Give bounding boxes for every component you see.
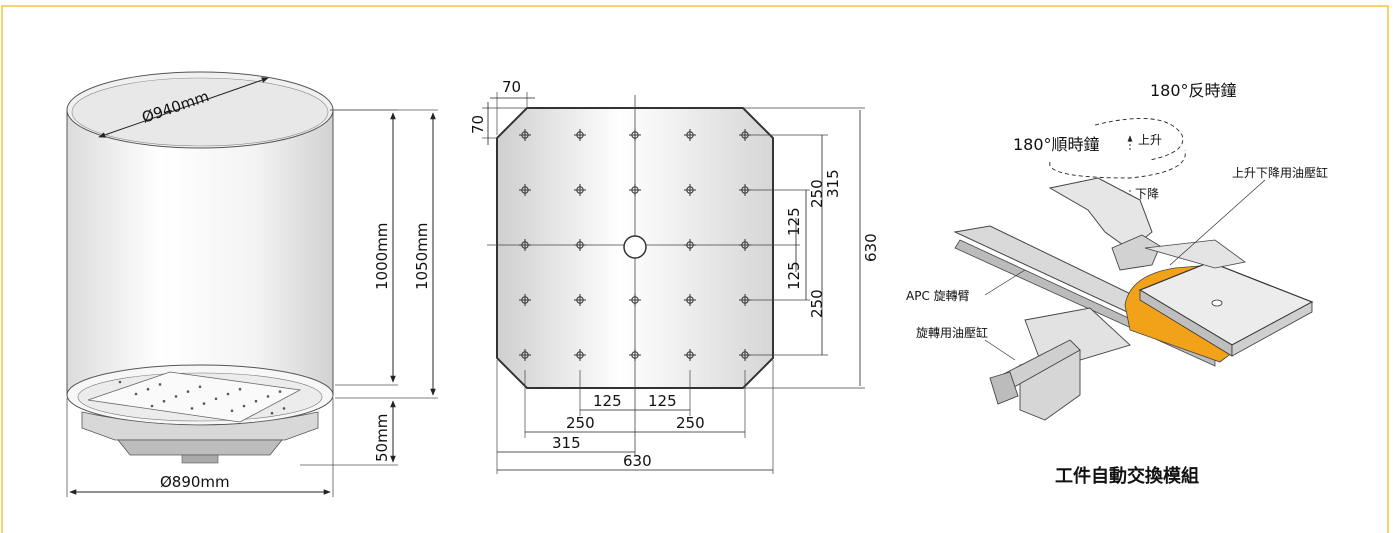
bolt-hole — [629, 294, 641, 306]
tank-base — [81, 411, 319, 441]
bolt-hole — [684, 349, 696, 361]
tank-body — [66, 109, 334, 408]
label-rot-cylinder: 旋轉用油壓缸 — [916, 325, 988, 340]
label-r-250b: 250 — [808, 289, 826, 318]
arc-cw — [1049, 149, 1186, 179]
label-arm: APC 旋轉臂 — [906, 289, 970, 303]
tray-hole — [146, 387, 150, 391]
bolt-hole — [629, 184, 641, 196]
apc-drawing: 180°反時鐘 180°順時鐘 上升 下降 上升下降用油壓缸 APC 旋轉臂 旋… — [906, 81, 1328, 487]
label-bottom-diameter: Ø890mm — [160, 473, 230, 491]
bolt-hole — [684, 129, 696, 141]
apc-rot-block — [989, 371, 1019, 405]
label-cw: 180°順時鐘 — [1013, 135, 1100, 154]
tray-hole — [202, 402, 206, 405]
tray-hole — [282, 407, 286, 410]
label-down: 下降 — [1135, 187, 1159, 201]
label-height-outer: 1050mm — [413, 223, 431, 290]
tray-hole — [238, 387, 242, 391]
bolt-hole — [574, 184, 586, 196]
tray-hole — [150, 404, 154, 408]
bolt-hole — [684, 294, 696, 306]
tray-hole — [226, 392, 230, 396]
bolt-hole — [519, 349, 531, 361]
tray-hole — [266, 395, 270, 398]
tray-hole — [186, 390, 190, 393]
tank-foot-center — [181, 454, 219, 464]
apc-lower-frame — [1024, 307, 1131, 361]
leader-lift — [1169, 179, 1266, 266]
plate-holes — [519, 129, 751, 361]
tray-hole — [118, 380, 122, 384]
bolt-hole — [519, 129, 531, 141]
tray-hole — [254, 399, 258, 403]
label-r-125b: 125 — [785, 261, 803, 290]
label-r-315: 315 — [824, 169, 842, 198]
tray-hole — [198, 385, 202, 389]
bolt-hole — [739, 349, 751, 361]
bolt-hole — [739, 294, 751, 306]
tank-drawing: Ø940mm Ø890mm 1000mm 1050mm 50mm — [66, 71, 438, 497]
plate-drawing: 70 70 315 250 125 125 250 630 — [469, 78, 880, 474]
tank-foot — [117, 439, 283, 456]
label-b-250b: 250 — [676, 414, 705, 432]
apc-pallet-front — [1231, 301, 1313, 357]
bolt-hole — [739, 239, 751, 251]
tray-holes — [118, 380, 286, 415]
tray-hole — [134, 392, 138, 396]
label-height-inner: 1000mm — [373, 223, 391, 290]
label-ccw: 180°反時鐘 — [1150, 81, 1237, 100]
label-b-250a: 250 — [566, 414, 595, 432]
tank-tray — [87, 371, 302, 423]
bolt-hole — [574, 349, 586, 361]
label-b-315: 315 — [552, 434, 581, 452]
apc-pallet-hole — [1211, 299, 1223, 307]
bolt-hole — [519, 239, 531, 251]
bolt-hole — [684, 239, 696, 251]
apc-base-back — [1144, 239, 1246, 269]
tray-hole — [278, 390, 282, 393]
bolt-hole — [519, 184, 531, 196]
arc-ccw — [1094, 117, 1184, 161]
bolt-hole — [684, 184, 696, 196]
label-up: 上升 — [1138, 133, 1162, 147]
bolt-hole — [574, 239, 586, 251]
label-r-630: 630 — [862, 233, 880, 262]
bolt-hole — [739, 184, 751, 196]
tray-hole — [158, 383, 162, 386]
apc-cylinder-top — [1111, 234, 1161, 271]
bolt-hole — [739, 129, 751, 141]
label-b-630: 630 — [623, 452, 652, 470]
bolt-hole — [629, 349, 641, 361]
label-r-250a: 250 — [808, 179, 826, 208]
tray-hole — [174, 395, 178, 398]
label-lift-cylinder: 上升下降用油壓缸 — [1232, 165, 1328, 180]
plate-center-hole — [623, 235, 647, 259]
bolt-hole — [574, 294, 586, 306]
tray-hole — [242, 404, 246, 408]
tray-hole — [270, 411, 274, 415]
label-top-70: 70 — [502, 78, 521, 96]
apc-title: 工件自動交換模組 — [1055, 465, 1199, 487]
bolt-hole — [519, 294, 531, 306]
leader-arm — [984, 269, 1026, 296]
label-r-125a: 125 — [785, 207, 803, 236]
tray-hole — [162, 399, 166, 403]
label-left-70: 70 — [469, 115, 487, 134]
label-b-125a: 125 — [593, 392, 622, 410]
bolt-hole — [629, 129, 641, 141]
tray-hole — [230, 409, 234, 413]
label-b-125b: 125 — [648, 392, 677, 410]
bolt-hole — [574, 129, 586, 141]
label-base: 50mm — [373, 414, 391, 462]
dim-top-diameter — [98, 77, 269, 138]
tray-hole — [214, 397, 218, 401]
leader-rot — [984, 339, 1016, 361]
frame-border — [1, 5, 1389, 533]
tray-hole — [190, 407, 194, 410]
